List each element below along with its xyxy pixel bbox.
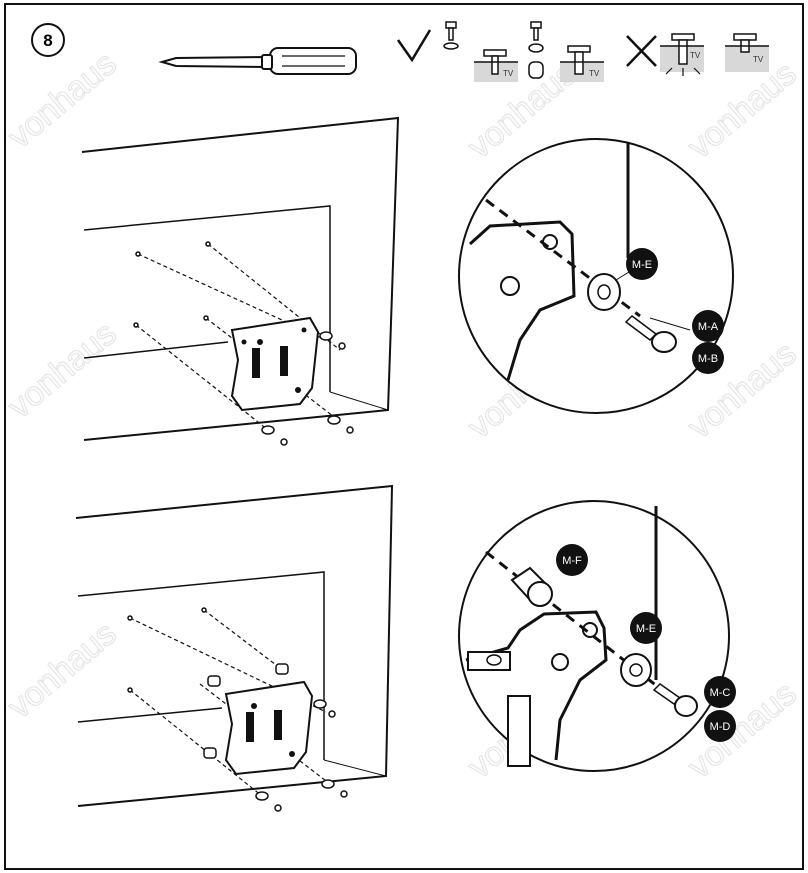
tv-label-3: TV [690,51,701,60]
tv-label-4: TV [753,55,764,64]
cross-icon [626,35,657,67]
tv-label-1: TV [503,69,514,78]
label-md-text: M-D [710,721,731,733]
tv-panel-top [81,116,400,441]
watermark-7: vonhaus [1,614,124,726]
label-me-bottom-text: M-E [636,623,656,635]
vesa-bracket-top [230,316,320,412]
screws-bottom [127,607,348,812]
dashed-guides-bottom [129,609,331,797]
legend-correct-stack-1 [443,21,459,50]
legend-wrong-tv-2: TV [725,33,769,72]
watermark-4: vonhaus [1,314,124,426]
step-number: 8 [43,31,52,50]
label-mb-text: M-B [698,353,718,365]
tv-panel-bottom [75,484,394,807]
label-me-top: M-E [626,248,658,280]
step-badge: 8 [31,23,65,57]
checkmark-icon [396,29,432,63]
legend-wrong-tv-1: TV [660,33,704,76]
legend-correct-tv-1: TV [474,49,518,82]
legend-correct-tv-2: TV [560,45,604,82]
tv-label-2: TV [589,69,600,78]
label-mc-text: M-C [710,687,731,699]
label-me-bottom: M-E [630,612,662,644]
detail-circle-top [458,138,734,414]
detail-circle-bottom [458,500,730,772]
label-me-top-text: M-E [632,259,652,271]
label-mb: M-B [692,342,724,374]
legend-correct-stack-2 [528,21,544,79]
label-mc: M-C [704,676,736,708]
page-border [4,3,804,870]
label-ma: M-A [692,310,724,342]
label-mf-text: M-F [562,555,582,567]
vesa-bracket-bottom [224,680,314,776]
screwdriver-icon [158,47,357,75]
watermark-1: vonhaus [1,44,124,156]
screws-top [133,241,354,446]
label-mf: M-F [556,544,588,576]
label-ma-text: M-A [698,321,719,333]
label-md: M-D [704,710,736,742]
